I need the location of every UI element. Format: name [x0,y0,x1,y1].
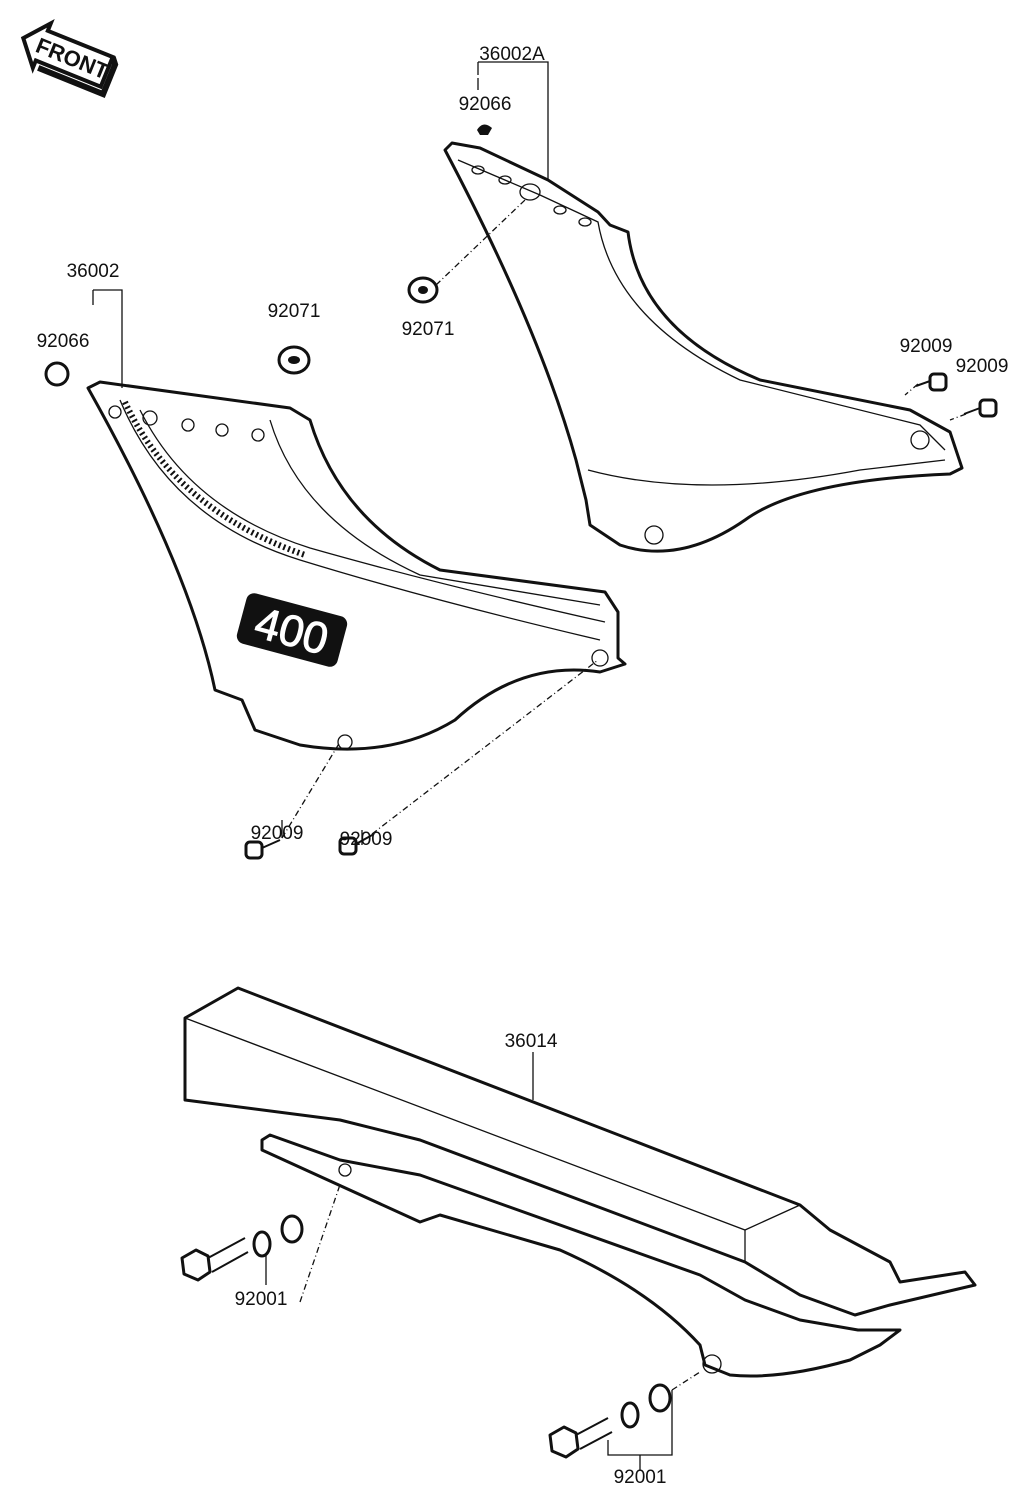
screw-icon [963,398,998,418]
bolt-icon [548,1417,613,1459]
label-92009-left-2: 92009 [340,829,393,850]
label-92071-right: 92071 [402,319,455,340]
bolt-icon [180,1237,249,1282]
label-92009-right-1: 92009 [900,336,953,357]
label-36002: 36002 [67,261,120,282]
label-92001-front: 92001 [235,1289,288,1310]
label-92066-right: 92066 [459,94,512,115]
label-36014: 36014 [505,1031,558,1052]
label-92009-left-1: 92009 [251,823,304,844]
cap-icon [477,124,492,135]
label-92009-right-2: 92009 [956,356,1009,377]
left-side-cover: 400 [86,380,627,751]
label-92066-left: 92066 [37,331,90,352]
front-arrow-icon: FRONT [20,19,119,99]
grommet-icon [277,345,311,375]
washer-icon [252,1230,272,1258]
washer-icon [280,1214,304,1244]
washer-icon [648,1383,672,1413]
washer-icon [620,1401,640,1429]
label-92071-left: 92071 [268,301,321,322]
screw-icon [915,372,948,392]
cap-icon [44,361,70,387]
right-side-cover [443,141,964,553]
label-92001-rear: 92001 [614,1467,667,1488]
screw-icon [338,833,375,856]
grommet-icon [407,276,439,304]
chain-guard [183,986,977,1378]
screw-icon [244,839,281,860]
label-36002A: 36002A [479,44,545,65]
